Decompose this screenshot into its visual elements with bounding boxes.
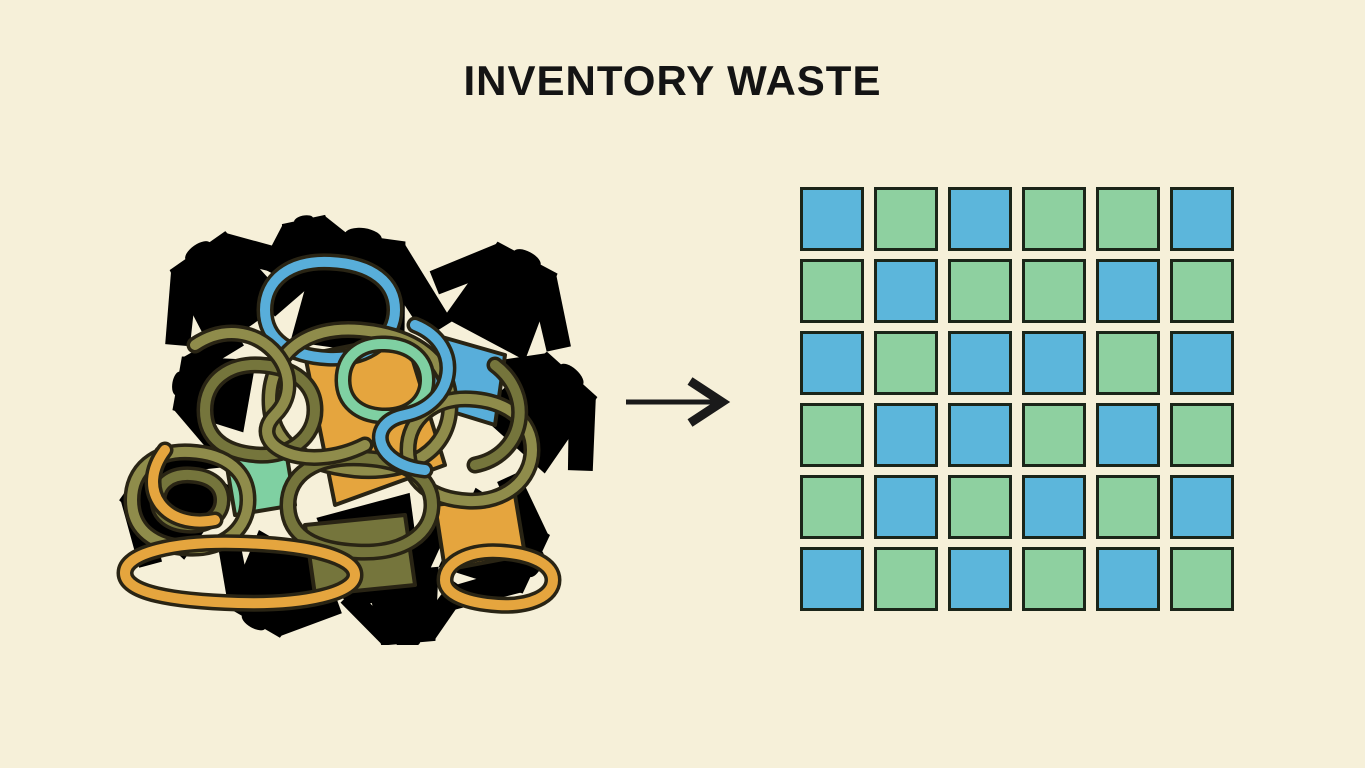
grid-cell-r1c1-blue <box>800 187 864 251</box>
grid-cell-r4c1-green <box>800 403 864 467</box>
grid-cell-r3c1-blue <box>800 331 864 395</box>
grid-cell-r6c6-green <box>1170 547 1234 611</box>
grid-cell-r2c4-green <box>1022 259 1086 323</box>
grid-cell-r1c6-blue <box>1170 187 1234 251</box>
grid-cell-r3c4-blue <box>1022 331 1086 395</box>
grid-cell-r2c3-green <box>948 259 1012 323</box>
grid-cell-r3c6-blue <box>1170 331 1234 395</box>
grid-cell-r5c2-blue <box>874 475 938 539</box>
grid-cell-r5c4-blue <box>1022 475 1086 539</box>
grid-cell-r6c4-green <box>1022 547 1086 611</box>
right-arrow-icon <box>626 377 731 427</box>
grid-cell-r6c2-green <box>874 547 938 611</box>
grid-cell-r3c3-blue <box>948 331 1012 395</box>
grid-cell-r1c4-green <box>1022 187 1086 251</box>
grid-cell-r5c6-blue <box>1170 475 1234 539</box>
grid-cell-r5c1-green <box>800 475 864 539</box>
grid-cell-r1c5-green <box>1096 187 1160 251</box>
grid-cell-r4c5-blue <box>1096 403 1160 467</box>
grid-cell-r3c5-green <box>1096 331 1160 395</box>
grid-cell-r2c2-blue <box>874 259 938 323</box>
grid-cell-r5c5-green <box>1096 475 1160 539</box>
arrow-container <box>622 374 734 430</box>
grid-cell-r3c2-green <box>874 331 938 395</box>
inventory-grid <box>800 187 1234 611</box>
grid-cell-r6c1-blue <box>800 547 864 611</box>
grid-cell-r4c6-green <box>1170 403 1234 467</box>
grid-cell-r5c3-green <box>948 475 1012 539</box>
grid-cell-r1c3-blue <box>948 187 1012 251</box>
grid-cell-r1c2-green <box>874 187 938 251</box>
grid-cell-r4c4-green <box>1022 403 1086 467</box>
grid-cell-r4c3-blue <box>948 403 1012 467</box>
grid-cell-r2c6-green <box>1170 259 1234 323</box>
grid-cell-r6c3-blue <box>948 547 1012 611</box>
loose-strands <box>144 316 529 530</box>
page-title: INVENTORY WASTE <box>463 57 882 104</box>
grid-cell-r2c5-blue <box>1096 259 1160 323</box>
pile-illustration-container <box>75 199 636 664</box>
tangled-clothes-pile-illustration <box>89 199 636 664</box>
grid-cell-r4c2-blue <box>874 403 938 467</box>
grid-cell-r6c5-blue <box>1096 547 1160 611</box>
grid-cell-r2c1-green <box>800 259 864 323</box>
